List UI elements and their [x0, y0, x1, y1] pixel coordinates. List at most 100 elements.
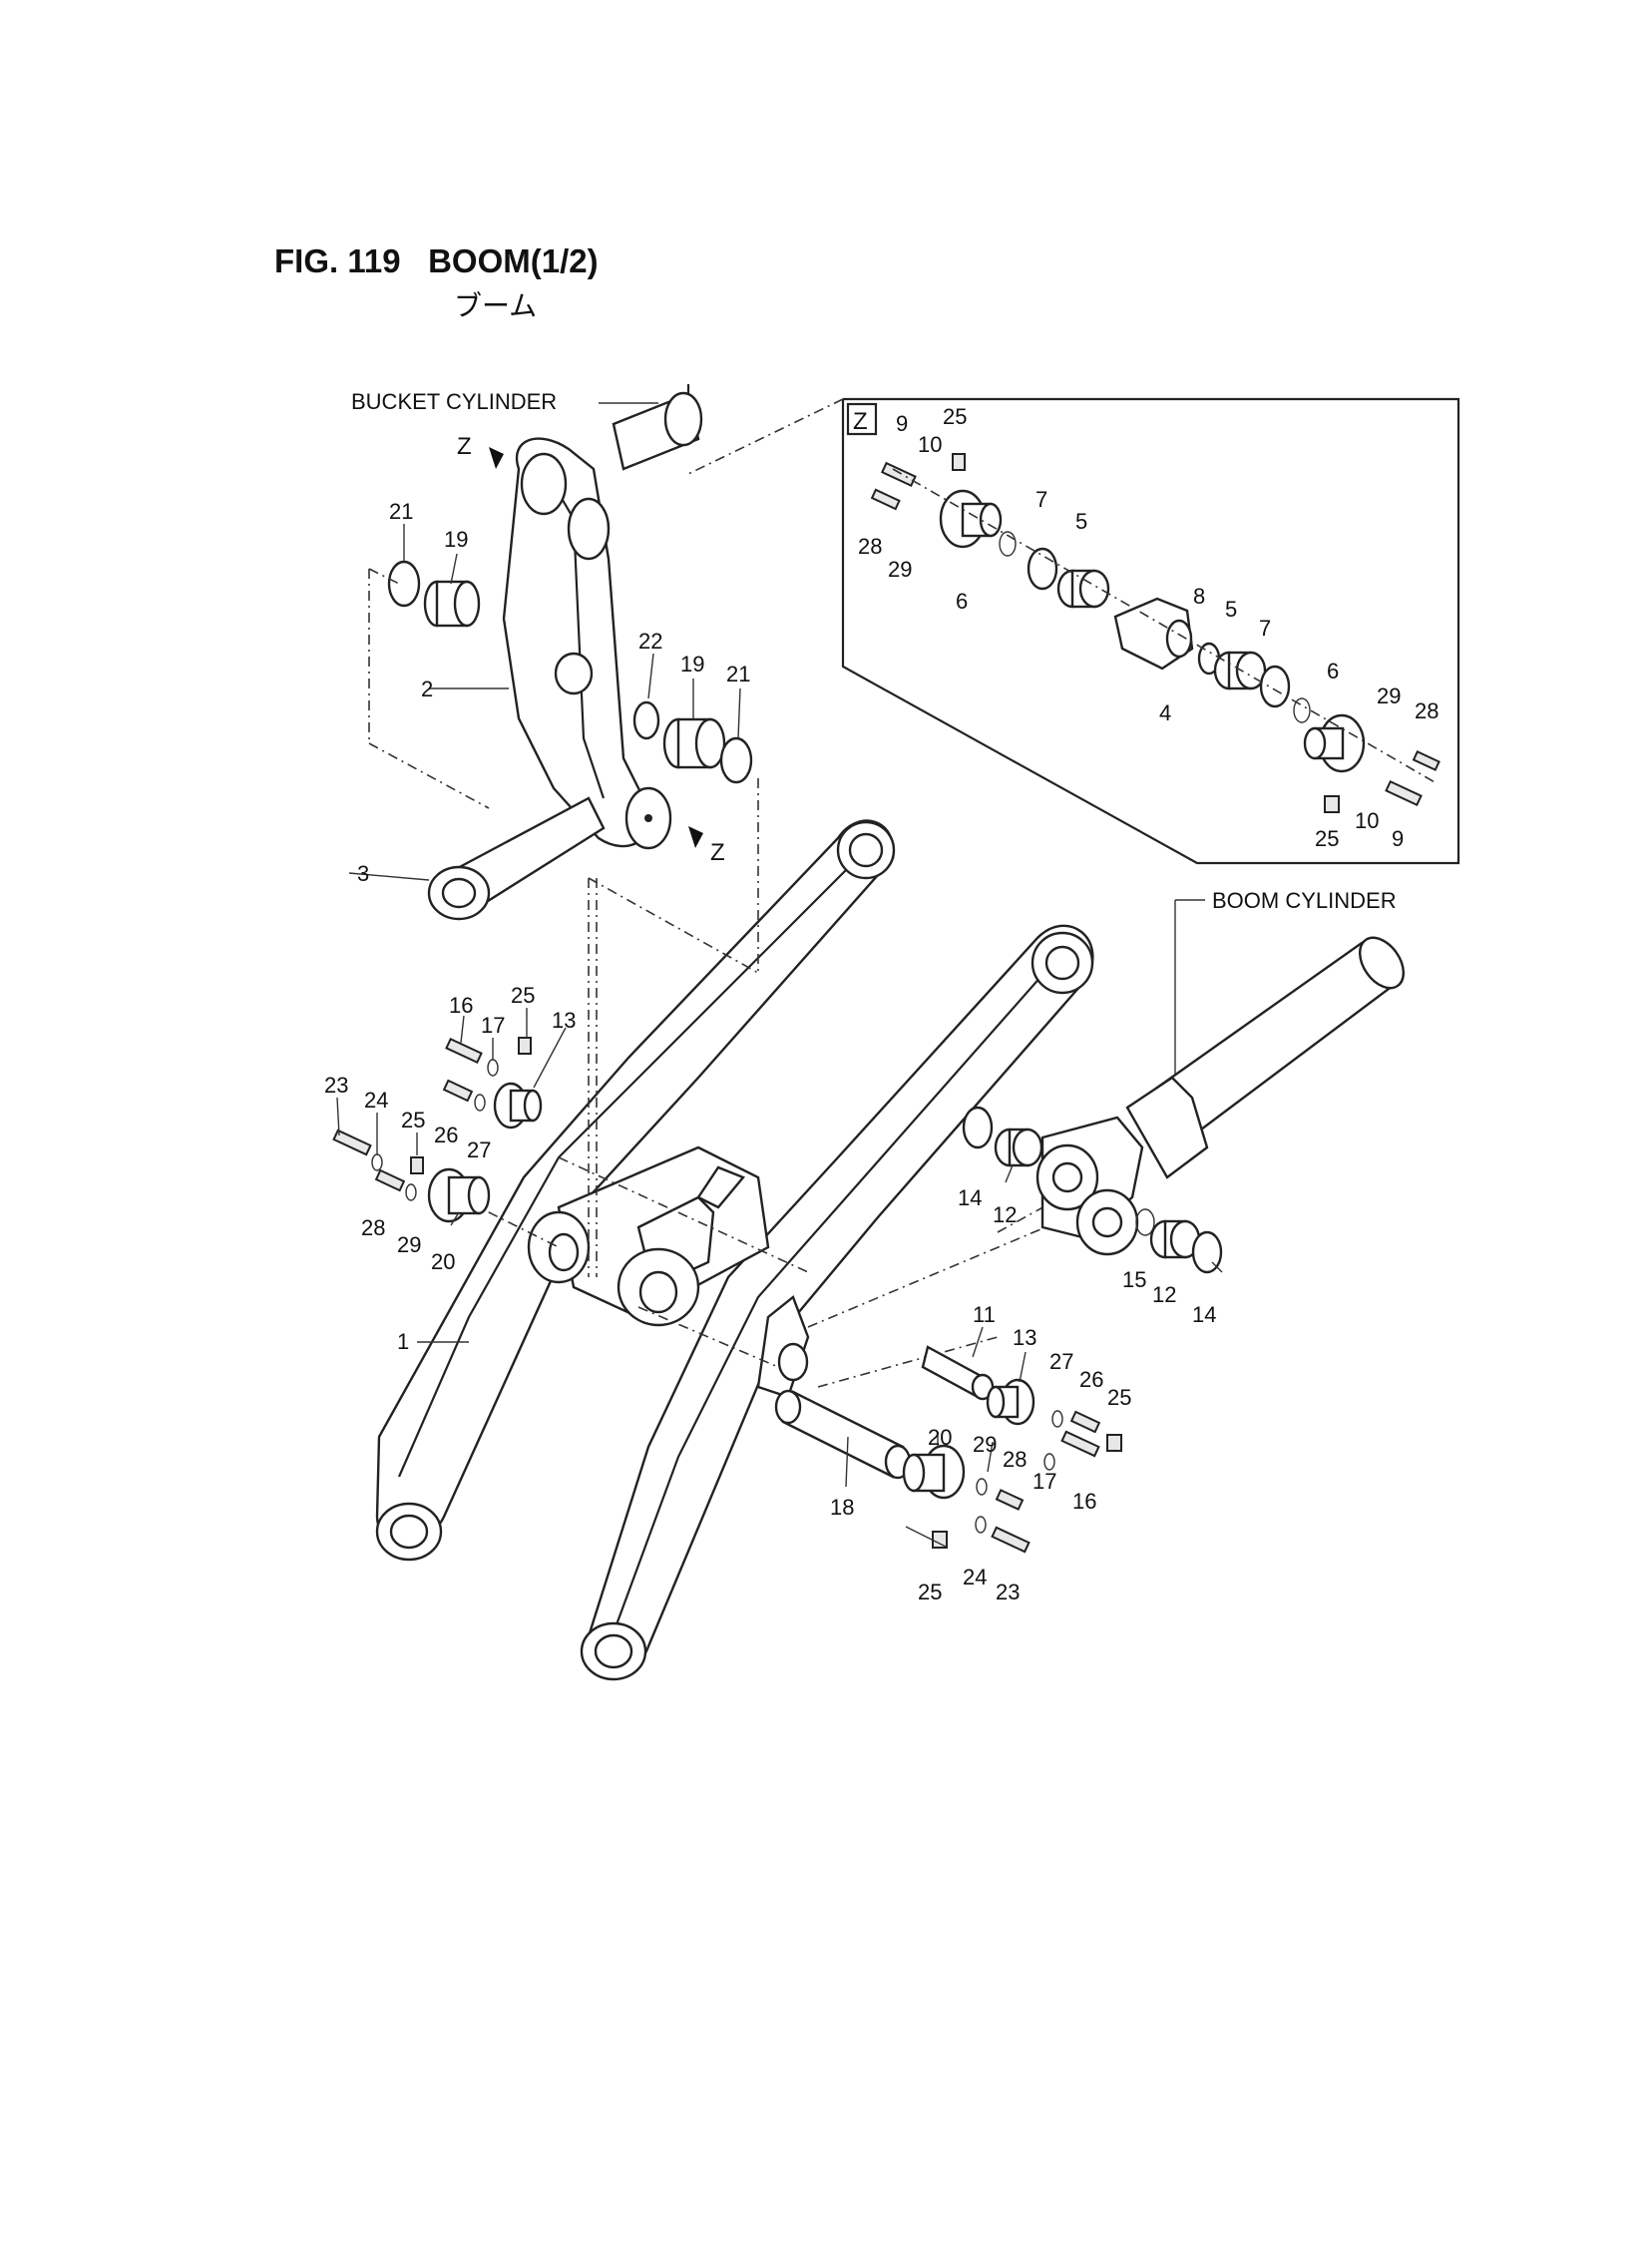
ring-15 — [1135, 1208, 1155, 1236]
label-24b: 24 — [963, 1565, 987, 1589]
washer-24a — [371, 1153, 383, 1171]
bellcrank-lever — [502, 437, 672, 850]
label-28b: 28 — [1003, 1447, 1027, 1472]
label-z10a: 10 — [918, 432, 942, 457]
label-14b: 14 — [1192, 1302, 1216, 1327]
label-25a: 25 — [511, 983, 535, 1008]
bucket-cylinder: BUCKET CYLINDER — [351, 384, 703, 471]
label-11: 11 — [973, 1302, 996, 1327]
detail-z-box: Z — [687, 397, 1460, 865]
z-bolt-28b — [1412, 749, 1441, 771]
bucket-link — [427, 796, 606, 921]
bushing-12a — [994, 1128, 1043, 1167]
pin-11 — [921, 1345, 995, 1401]
washer-29b — [976, 1478, 988, 1496]
z-arrow-label-bottom: Z — [710, 839, 725, 866]
label-22: 22 — [638, 629, 662, 654]
leader-lines — [336, 524, 1223, 1548]
z-bolt-9a — [880, 461, 917, 488]
nut-25a — [518, 1037, 532, 1055]
label-19a: 19 — [444, 527, 468, 552]
z-cap-6a — [939, 489, 1003, 549]
label-26b: 26 — [1079, 1367, 1103, 1392]
nut-25d — [932, 1531, 948, 1549]
z-bushing-5b — [1213, 651, 1267, 690]
boom-cylinder: BOOM CYLINDER — [962, 888, 1406, 1274]
washer-27b — [1051, 1410, 1063, 1428]
label-1: 1 — [397, 1329, 409, 1354]
label-16b: 16 — [1072, 1489, 1096, 1514]
view-arrow-z-bottom: Z — [688, 826, 725, 866]
washer-24b — [975, 1516, 987, 1534]
label-29b: 29 — [973, 1432, 997, 1457]
label-13a: 13 — [552, 1008, 576, 1033]
label-21a: 21 — [389, 499, 413, 524]
z-nut-25a — [952, 453, 966, 471]
bolt-23b — [991, 1526, 1031, 1554]
label-z7a: 7 — [1035, 487, 1047, 512]
ring-22 — [632, 700, 660, 740]
nut-25b — [410, 1156, 424, 1174]
label-25b: 25 — [401, 1108, 425, 1133]
z-bolt-28a — [870, 488, 901, 511]
label-3: 3 — [357, 861, 369, 886]
z-snapring — [999, 531, 1017, 557]
label-20a: 20 — [431, 1249, 455, 1274]
z-seal-7a — [1027, 547, 1058, 591]
label-26a: 26 — [434, 1123, 458, 1147]
z-snapring-b — [1293, 697, 1311, 723]
bucket-cylinder-label: BUCKET CYLINDER — [351, 389, 557, 414]
cap-13b — [986, 1378, 1035, 1426]
label-z6a: 6 — [956, 589, 968, 614]
label-23b: 23 — [996, 1580, 1020, 1604]
bushing-12b — [1149, 1219, 1201, 1259]
label-15: 15 — [1122, 1267, 1146, 1292]
nut-25c — [1106, 1434, 1122, 1452]
boom-cylinder-label: BOOM CYLINDER — [1212, 888, 1397, 913]
figure-subtitle: ブーム — [454, 289, 538, 322]
label-24a: 24 — [364, 1088, 388, 1113]
figure-number: FIG. 119 — [274, 242, 401, 279]
label-z5a: 5 — [1075, 509, 1087, 534]
label-z9b: 9 — [1392, 826, 1404, 851]
boom-assembly — [375, 819, 1094, 1681]
right-pin-hardware — [774, 1345, 1122, 1554]
label-z29a: 29 — [888, 557, 912, 582]
label-25c: 25 — [1107, 1385, 1131, 1410]
assembly-centerlines — [368, 568, 1098, 1468]
label-27b: 27 — [1049, 1349, 1073, 1374]
z-pin-4 — [1113, 597, 1194, 671]
label-16a: 16 — [449, 993, 473, 1018]
detail-z-label: Z — [853, 408, 868, 435]
label-z4: 4 — [1159, 700, 1171, 725]
left-pin-hardware — [332, 1037, 543, 1223]
pin-18 — [774, 1389, 912, 1480]
z-bushing-5a — [1056, 569, 1110, 609]
label-12a: 12 — [993, 1202, 1017, 1227]
label-17b: 17 — [1032, 1469, 1056, 1494]
washer-17b — [1043, 1453, 1055, 1471]
seal-21a — [387, 560, 421, 608]
label-z5b: 5 — [1225, 597, 1237, 622]
label-z29b: 29 — [1377, 683, 1401, 708]
z-nut-25b — [1324, 795, 1340, 813]
label-2: 2 — [421, 677, 433, 701]
bolt-26a — [442, 1079, 474, 1103]
label-19b: 19 — [680, 652, 704, 677]
label-z6b: 6 — [1327, 659, 1339, 683]
seal-21b — [719, 736, 753, 784]
label-z28a: 28 — [858, 534, 882, 559]
bolt-16b — [1060, 1430, 1100, 1458]
washer-29a — [405, 1183, 417, 1201]
label-14a: 14 — [958, 1185, 982, 1210]
label-17a: 17 — [481, 1013, 505, 1038]
label-12b: 12 — [1152, 1282, 1176, 1307]
label-18: 18 — [830, 1495, 854, 1520]
bolt-28a — [374, 1168, 406, 1192]
label-28a: 28 — [361, 1215, 385, 1240]
bolt-26b — [1069, 1410, 1101, 1434]
label-z10b: 10 — [1355, 808, 1379, 833]
label-z9a: 9 — [896, 411, 908, 436]
label-23a: 23 — [324, 1073, 348, 1098]
